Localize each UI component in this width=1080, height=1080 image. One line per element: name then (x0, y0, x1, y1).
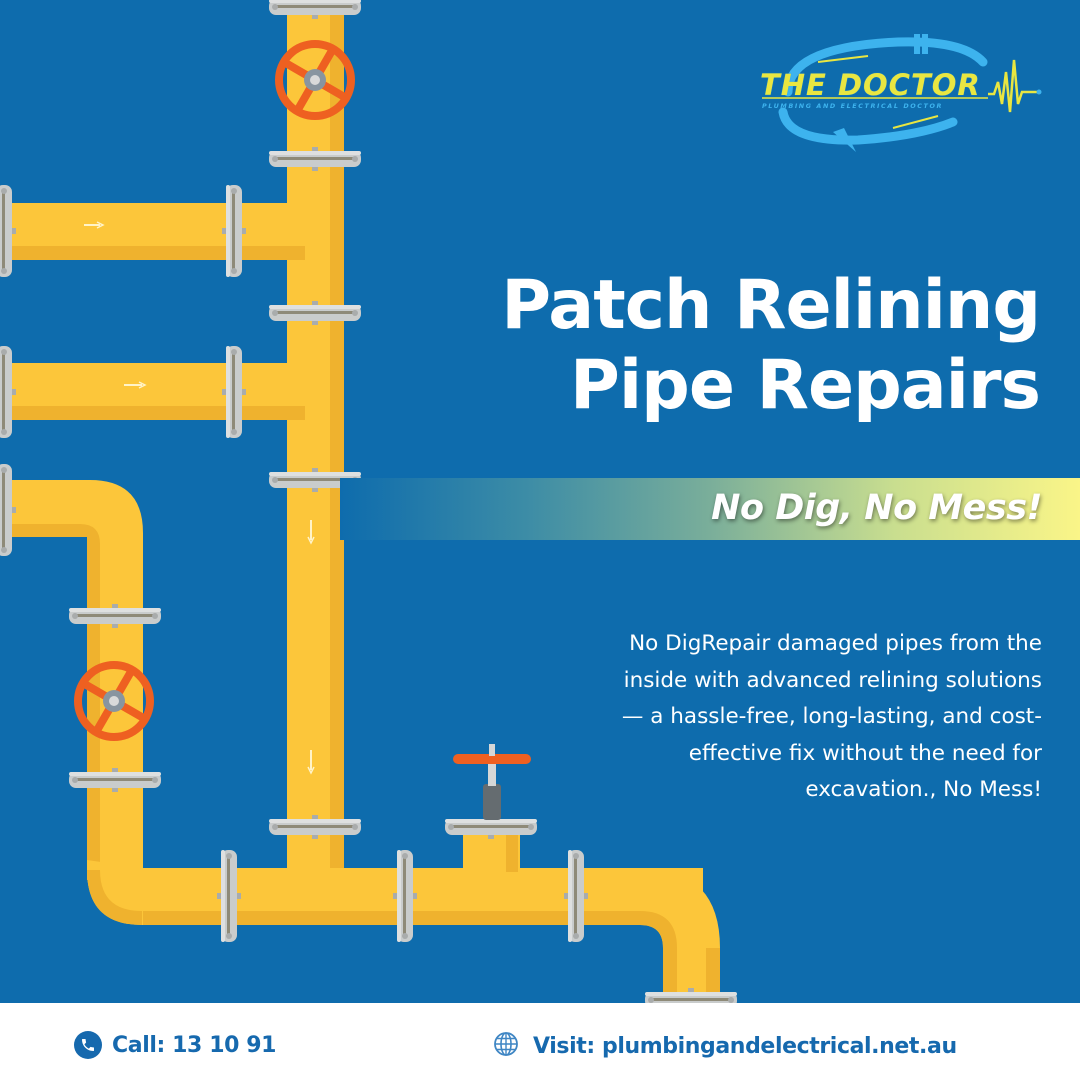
call-link[interactable]: Call: 13 10 91 (74, 1031, 277, 1059)
website-link[interactable]: Visit: plumbingandelectrical.net.au (493, 1031, 957, 1062)
title-line-2: Pipe Repairs (570, 346, 1041, 425)
description-text: No DigRepair damaged pipes from the insi… (482, 626, 1042, 809)
pipe-illustration (0, 0, 737, 1003)
phone-icon (74, 1031, 102, 1059)
pipe-heartbeat-logo-icon (762, 34, 1042, 152)
description-line: inside with advanced relining solutions (623, 667, 1042, 693)
description-line: excavation., No Mess! (805, 777, 1042, 802)
tagline-banner: No Dig, No Mess! (340, 478, 1080, 540)
description-line: No DigRepair damaged pipes from the (629, 631, 1042, 656)
brand-name: THE DOCTOR (760, 68, 981, 102)
visit-label: Visit: plumbingandelectrical.net.au (533, 1034, 957, 1059)
description-line: effective fix without the need for (688, 740, 1042, 766)
page-title: Patch Relining Pipe Repairs (501, 266, 1041, 426)
contact-footer: Call: 13 10 91 Visit: plumbingandelectri… (0, 1003, 1080, 1080)
hero-canvas: THE DOCTOR PLUMBING AND ELECTRICAL DOCTO… (0, 0, 1080, 1003)
brand-tagline: PLUMBING AND ELECTRICAL DOCTOR (762, 102, 944, 110)
description-line: — a hassle-free, long-lasting, and cost- (621, 704, 1042, 729)
title-line-1: Patch Relining (501, 266, 1041, 345)
brand-logo[interactable]: THE DOCTOR PLUMBING AND ELECTRICAL DOCTO… (748, 32, 1048, 152)
tagline-text: No Dig, No Mess! (711, 488, 1042, 528)
globe-icon (493, 1031, 519, 1062)
call-label: Call: 13 10 91 (112, 1032, 277, 1058)
